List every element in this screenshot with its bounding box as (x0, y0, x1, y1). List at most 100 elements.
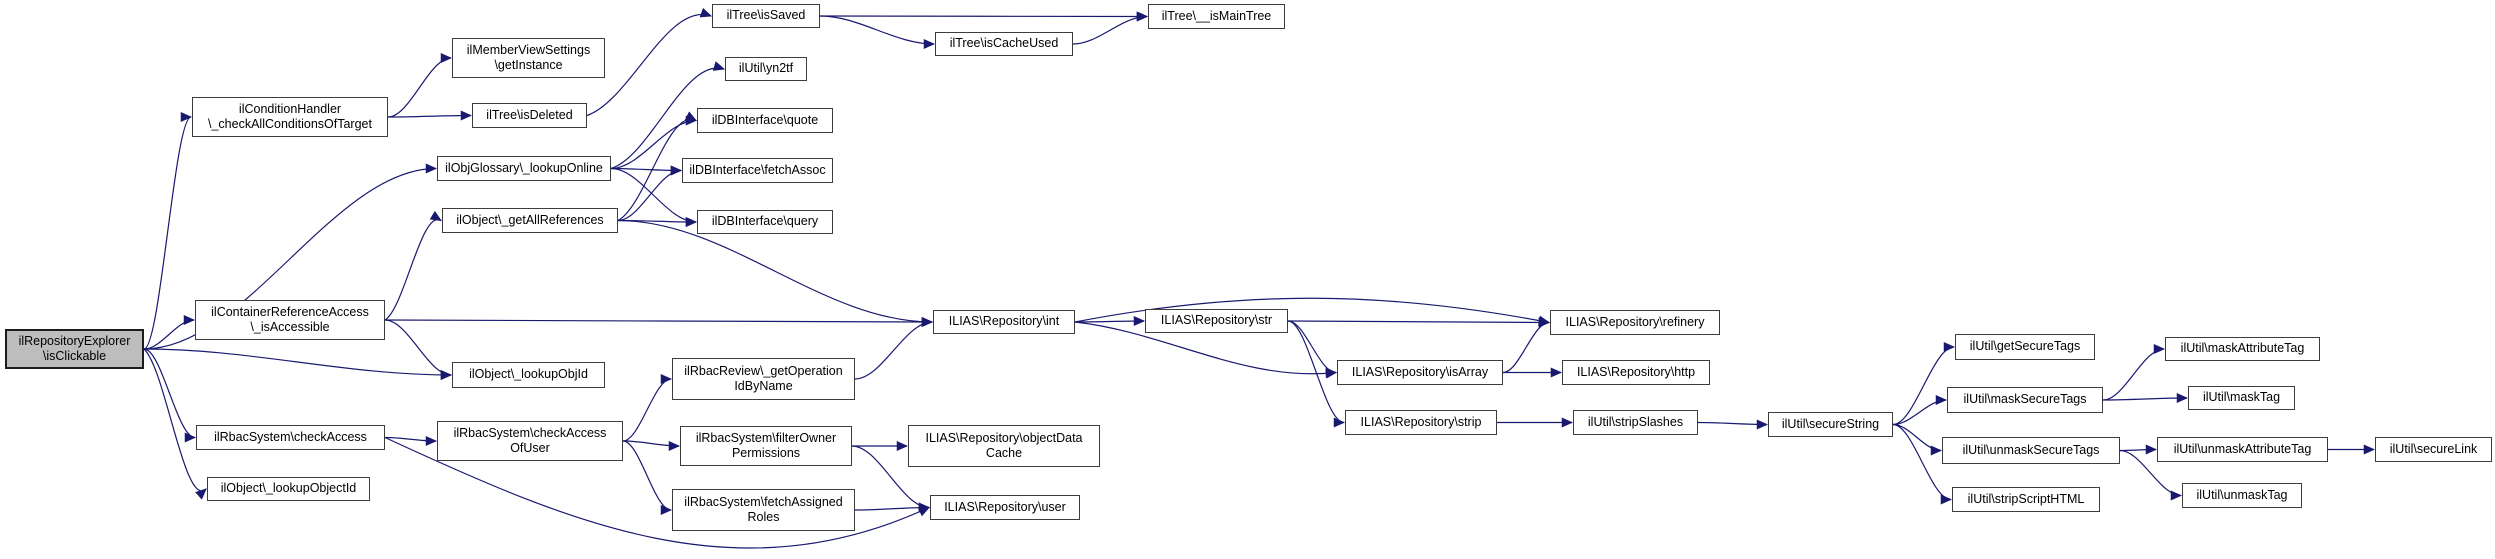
node-quote[interactable]: ilDBInterface\quote (697, 108, 833, 133)
node-label: \_checkAllConditionsOfTarget (208, 117, 372, 131)
edge-str-strip (1287, 320, 1346, 428)
edge-stripSlashes-secureString (1697, 419, 1769, 430)
node-query[interactable]: ilDBInterface\query (697, 210, 833, 234)
edge-isClickable-isAccessible (143, 315, 196, 350)
node-label: ilUtil\unmaskSecureTags (1962, 442, 2100, 457)
node-yn2tf[interactable]: ilUtil\yn2tf (725, 57, 807, 81)
node-label: ilMemberViewSettings (466, 42, 591, 57)
node-label: ilDBInterface\query (711, 214, 819, 229)
node-label: ilTree\isDeleted (486, 107, 573, 122)
node-label: ilRbacSystem\checkAccess (214, 429, 367, 444)
node-isMainTree[interactable]: ilTree\__isMainTree (1148, 4, 1285, 29)
node-label: ilRbacSystem\fetchAssigned (684, 494, 843, 509)
node-label: ilConditionHandler (238, 101, 342, 116)
edge-secureString-unmaskSecureTags (1892, 423, 1943, 456)
node-isCacheUsed[interactable]: ilTree\isCacheUsed (935, 32, 1073, 56)
node-unmaskSecureTags[interactable]: ilUtil\unmaskSecureTags (1942, 437, 2120, 464)
node-label: ILIAS\Repository\user (944, 499, 1066, 514)
edge-int-isArray (1074, 321, 1338, 379)
node-label: ilRbacReview\_getOperation (684, 363, 843, 378)
edge-isClickable-checkAllConditions (143, 112, 193, 350)
node-label: ilTree\__isMainTree (1161, 8, 1272, 23)
node-int[interactable]: ILIAS\Repository\int (933, 310, 1075, 334)
edge-int-refinery (1074, 297, 1551, 326)
edge-checkAllConditions-isDeleted (387, 110, 473, 121)
node-isClickable: ilRepositoryExplorer\isClickable (5, 329, 144, 369)
node-isArray[interactable]: ILIAS\Repository\isArray (1337, 360, 1503, 385)
edge-isDeleted-isSaved (586, 7, 713, 117)
edge-getAllReferences-int (617, 219, 934, 328)
edge-secureString-getSecureTags (1892, 342, 1956, 426)
node-label: Roles (747, 510, 780, 524)
node-str[interactable]: ILIAS\Repository\str (1145, 309, 1288, 333)
edge-maskSecureTags-maskTag (2102, 392, 2189, 404)
node-stripScriptHTML[interactable]: ilUtil\stripScriptHTML (1952, 487, 2100, 512)
edge-isAccessible-lookupObjId (384, 319, 453, 380)
edge-getAllReferences-quote (617, 111, 698, 222)
edge-isSaved-isCacheUsed (819, 15, 936, 50)
node-getSecureTags[interactable]: ilUtil\getSecureTags (1955, 334, 2095, 360)
node-label: ilObject\_getAllReferences (456, 212, 604, 227)
node-isAccessible[interactable]: ilContainerReferenceAccess\_isAccessible (195, 300, 385, 340)
node-isSaved[interactable]: ilTree\isSaved (712, 4, 820, 28)
node-unmaskTag[interactable]: ilUtil\unmaskTag (2182, 483, 2302, 508)
node-label: ilUtil\stripScriptHTML (1967, 491, 2085, 506)
edge-checkAllConditions-getInstance (387, 53, 453, 118)
edge-isClickable-checkAccess (143, 348, 197, 443)
edge-isArray-refinery (1502, 317, 1551, 374)
node-getInstance[interactable]: ilMemberViewSettings\getInstance (452, 38, 605, 78)
edge-secureString-stripScriptHTML (1892, 423, 1953, 505)
node-fetchAssoc[interactable]: ilDBInterface\fetchAssoc (682, 158, 833, 183)
node-checkAllConditions[interactable]: ilConditionHandler\_checkAllConditionsOf… (192, 97, 388, 137)
node-label: ilTree\isCacheUsed (949, 36, 1059, 51)
edge-secureString-maskSecureTags (1892, 394, 1948, 426)
edge-isCacheUsed-isMainTree (1072, 11, 1149, 45)
node-maskSecureTags[interactable]: ilUtil\maskSecureTags (1947, 387, 2103, 413)
node-maskTag[interactable]: ilUtil\maskTag (2188, 386, 2295, 410)
edge-fetchAssignedRoles-user (854, 502, 931, 513)
edge-checkAccess-user (384, 436, 931, 549)
node-label: ILIAS\Repository\refinery (1565, 314, 1705, 329)
node-lookupOnline[interactable]: ilObjGlossary\_lookupOnline (437, 156, 611, 181)
node-label: ilTree\isSaved (726, 8, 806, 23)
edge-checkAccessOfUser-filterOwnerPermissions (622, 440, 681, 452)
node-secureString[interactable]: ilUtil\secureString (1768, 412, 1893, 437)
node-label: ilUtil\yn2tf (738, 61, 794, 76)
node-label: ilContainerReferenceAccess (211, 304, 369, 319)
node-isDeleted[interactable]: ilTree\isDeleted (472, 103, 587, 128)
node-lookupObjectId[interactable]: ilObject\_lookupObjectId (207, 477, 370, 501)
node-label: \isClickable (42, 349, 107, 363)
node-label: ilUtil\stripSlashes (1587, 414, 1684, 429)
edge-unmaskSecureTags-unmaskTag (2119, 449, 2183, 501)
edge-maskSecureTags-maskAttributeTag (2102, 344, 2166, 401)
node-unmaskAttributeTag[interactable]: ilUtil\unmaskAttributeTag (2157, 437, 2328, 462)
edge-str-isArray (1287, 320, 1338, 378)
node-label: Permissions (731, 446, 801, 460)
node-label: ilDBInterface\quote (711, 112, 819, 127)
edge-isClickable-lookupObjectId (143, 348, 207, 500)
node-label: ilUtil\maskSecureTags (1963, 392, 2087, 407)
node-label: ILIAS\Repository\http (1576, 364, 1696, 379)
node-stripSlashes[interactable]: ilUtil\stripSlashes (1573, 410, 1698, 435)
node-label: ilUtil\maskAttributeTag (2180, 341, 2305, 356)
node-checkAccess[interactable]: ilRbacSystem\checkAccess (196, 425, 385, 450)
node-maskAttributeTag[interactable]: ilUtil\maskAttributeTag (2165, 337, 2320, 361)
node-secureLink[interactable]: ilUtil\secureLink (2375, 437, 2492, 462)
node-getAllReferences[interactable]: ilObject\_getAllReferences (442, 208, 618, 233)
node-refinery[interactable]: ILIAS\Repository\refinery (1550, 310, 1720, 335)
edge-int-str (1074, 315, 1146, 327)
node-label: \_isAccessible (250, 320, 330, 334)
edge-isAccessible-int (384, 316, 934, 328)
node-label: \getInstance (494, 58, 563, 72)
node-user[interactable]: ILIAS\Repository\user (930, 495, 1080, 520)
node-http[interactable]: ILIAS\Repository\http (1562, 360, 1710, 385)
node-lookupObjId[interactable]: ilObject\_lookupObjId (452, 362, 605, 388)
node-strip[interactable]: ILIAS\Repository\strip (1345, 410, 1497, 435)
edge-getOperationIdByName-int (854, 317, 934, 380)
